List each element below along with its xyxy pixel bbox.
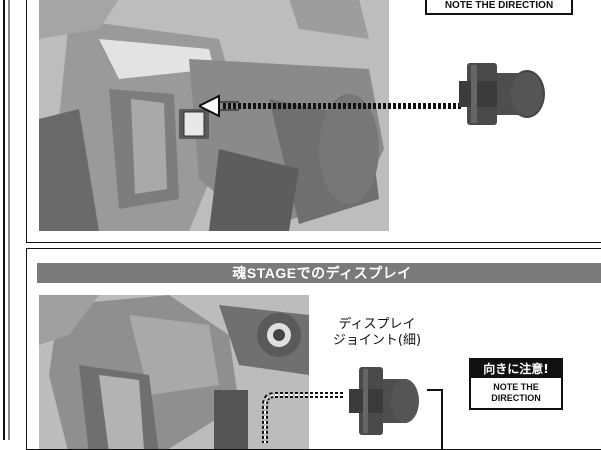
direction-arrow-bottom <box>245 383 345 443</box>
display-joint-part-top <box>457 61 547 127</box>
display-joint-part-bottom <box>341 367 421 437</box>
top-panel: NOTE THE DIRECTION <box>26 0 601 243</box>
note-title: 向きに注意! <box>471 360 561 378</box>
part-label-line2: ジョイント(細) <box>332 333 422 348</box>
note-line2: DIRECTION <box>491 393 541 403</box>
note-body: NOTE THE DIRECTION <box>471 378 561 404</box>
leader-line-horizontal <box>427 389 443 391</box>
direction-note-text: NOTE THE DIRECTION <box>444 0 554 11</box>
leader-line-vertical <box>441 389 443 449</box>
page-border <box>3 0 10 440</box>
figure-photo-bottom <box>39 295 309 449</box>
direction-arrow-top <box>199 94 461 118</box>
part-label-line1: ディスプレイ <box>338 317 416 332</box>
direction-note-box: 向きに注意! NOTE THE DIRECTION <box>469 358 563 410</box>
bottom-panel: 魂STAGEでのディスプレイ ディスプレイ ジョイント(細) <box>26 248 601 450</box>
section-header-title: 魂STAGEでのディスプレイ <box>232 265 412 281</box>
direction-note-top: NOTE THE DIRECTION <box>425 0 573 15</box>
section-header: 魂STAGEでのディスプレイ <box>37 263 601 283</box>
part-label: ディスプレイ ジョイント(細) <box>327 317 427 349</box>
note-line1: NOTE THE <box>493 382 539 392</box>
